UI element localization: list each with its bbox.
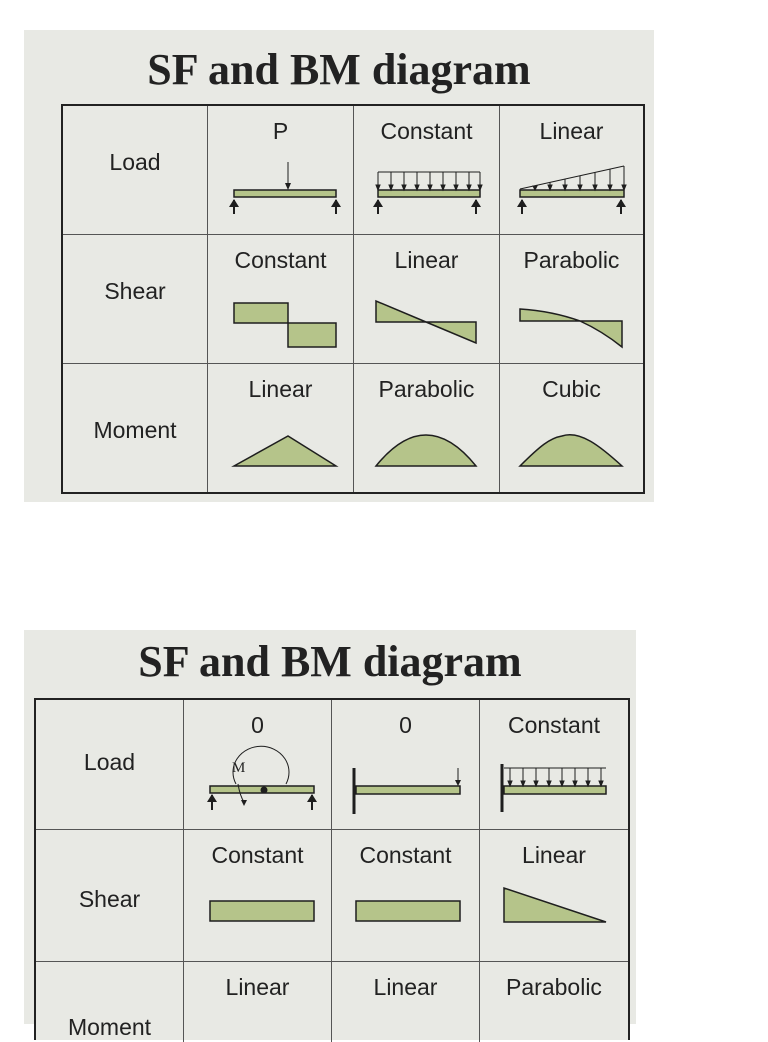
row-header-label: Load — [83, 749, 136, 775]
row-header-shear: Shear — [63, 235, 208, 364]
linear-moment-figure — [231, 435, 339, 467]
cell-constant-shear-2: Constant — [332, 830, 480, 962]
cell-constant-load: Constant — [354, 106, 500, 235]
cell-cubic-moment: Cubic — [500, 364, 643, 492]
cell-label: P — [272, 118, 289, 144]
cell-label: Cubic — [542, 376, 601, 402]
linear-shear-figure — [503, 886, 607, 923]
cell-moment-load: 0 M — [184, 700, 332, 830]
row-header-label: Shear — [104, 277, 166, 304]
cell-label: Linear — [248, 376, 313, 402]
cell-linear-load: Linear — [500, 106, 643, 235]
moment-symbol: M — [232, 760, 246, 776]
row-header-moment: Moment — [63, 364, 208, 492]
cell-constant-shear-1: Constant — [184, 830, 332, 962]
cell-label: 0 — [399, 712, 412, 738]
cell-label: Parabolic — [378, 376, 475, 402]
cell-cantilever-uniform-load: Constant — [480, 700, 628, 830]
cell-cantilever-point-load: 0 — [332, 700, 480, 830]
parabolic-shear-figure — [519, 308, 623, 349]
slide-2: SF and BM diagram Load 0 M 0 — [24, 630, 636, 1042]
cell-label: Linear — [394, 247, 459, 273]
row-header-shear: Shear — [36, 830, 184, 962]
cell-linear-shear: Linear — [480, 830, 628, 962]
cell-label: Parabolic — [523, 247, 620, 273]
cell-parabolic-moment: Parabolic — [354, 364, 500, 492]
cell-point-load: P — [208, 106, 354, 235]
cell-linear-shear: Linear — [354, 235, 500, 364]
row-header-label: Moment — [93, 416, 177, 443]
applied-moment-beam-figure — [207, 745, 317, 810]
point-load-beam-figure — [229, 162, 341, 214]
row-header-load: Load — [63, 106, 208, 235]
cell-constant-shear: Constant — [208, 235, 354, 364]
triangular-load-beam-figure — [517, 165, 627, 214]
cell-label: Linear — [225, 974, 290, 1000]
row-header-moment: Moment — [36, 962, 184, 1042]
cell-label: Constant — [211, 842, 304, 868]
cell-parabolic-moment: Parabolic — [480, 962, 628, 1042]
slide-1: SF and BM diagram Load P Constant — [24, 30, 654, 502]
cell-label: Constant — [234, 247, 327, 273]
cell-label: Constant — [380, 118, 473, 144]
diagram-table: Load P Constant — [61, 104, 645, 494]
cantilever-uniform-load-figure — [500, 764, 607, 812]
cantilever-point-load-figure — [352, 768, 461, 814]
cell-linear-moment-1: Linear — [184, 962, 332, 1042]
slide-title: SF and BM diagram — [138, 637, 522, 686]
cell-label: Linear — [539, 118, 604, 144]
cell-parabolic-shear: Parabolic — [500, 235, 643, 364]
row-header-label: Shear — [78, 886, 141, 912]
row-header-label: Load — [109, 148, 161, 175]
cell-linear-moment: Linear — [208, 364, 354, 492]
cell-label: Constant — [507, 712, 601, 738]
constant-shear-figure — [209, 900, 315, 922]
cell-label: Parabolic — [506, 974, 602, 1000]
cell-linear-moment-2: Linear — [332, 962, 480, 1042]
row-header-label: Moment — [67, 1014, 152, 1040]
cell-label: Linear — [373, 974, 438, 1000]
diagram-table: Load 0 M 0 — [34, 698, 630, 1042]
constant-shear-figure — [233, 302, 337, 348]
parabolic-moment-figure — [374, 434, 478, 467]
linear-shear-figure — [375, 299, 477, 345]
cubic-moment-figure — [518, 434, 624, 467]
cell-label: Linear — [522, 842, 586, 868]
cell-label: 0 — [251, 712, 264, 738]
row-header-load: Load — [36, 700, 184, 830]
uniform-load-beam-figure — [373, 171, 483, 214]
slide-title: SF and BM diagram — [147, 45, 531, 94]
constant-shear-figure — [355, 900, 461, 922]
cell-label: Constant — [359, 842, 452, 868]
